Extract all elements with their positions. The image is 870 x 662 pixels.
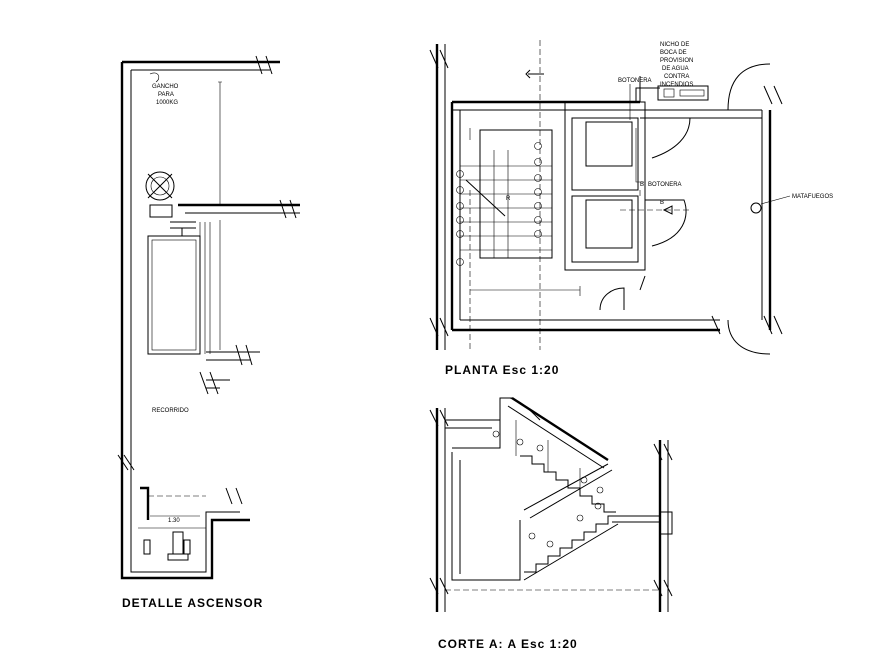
elevator-detail-title: DETALLE ASCENSOR — [122, 596, 264, 610]
stair-marks — [456, 142, 542, 266]
plan-title: PLANTA Esc 1:20 — [445, 363, 560, 377]
section-drawing — [429, 396, 673, 612]
svg-text:B: B — [640, 182, 644, 188]
nicho-label-line-4: DE AGUA — [662, 66, 689, 72]
matafuegos-label: MATAFUEGOS — [792, 194, 833, 200]
gancho-label-line-3: 1000KG — [156, 100, 178, 106]
svg-text:1.30: 1.30 — [168, 518, 180, 524]
botonera-label-mid: BOTONERA — [648, 182, 682, 188]
recorrido-label: RECORRIDO — [152, 408, 189, 414]
plan-drawing: R B — [429, 40, 791, 355]
elevator-detail-drawing: 1.30 — [117, 55, 300, 580]
svg-text:R: R — [506, 196, 511, 202]
nicho-label-line-2: BOCA DE — [660, 50, 687, 56]
nicho-label-line-1: NICHO DE — [660, 42, 689, 48]
section-marks — [492, 430, 604, 548]
section-marker-b: B — [660, 200, 664, 206]
nicho-label-line-5: CONTRA — [664, 74, 689, 80]
nicho-label-line-3: PROVISION — [660, 58, 693, 64]
gancho-label-line-2: PARA — [158, 92, 174, 98]
section-title: CORTE A: A Esc 1:20 — [438, 637, 578, 651]
nicho-label-line-6: INCENDIOS — [660, 82, 693, 88]
gancho-label-line-1: GANCHO — [152, 84, 179, 90]
botonera-label-top: BOTONERA — [618, 78, 652, 84]
